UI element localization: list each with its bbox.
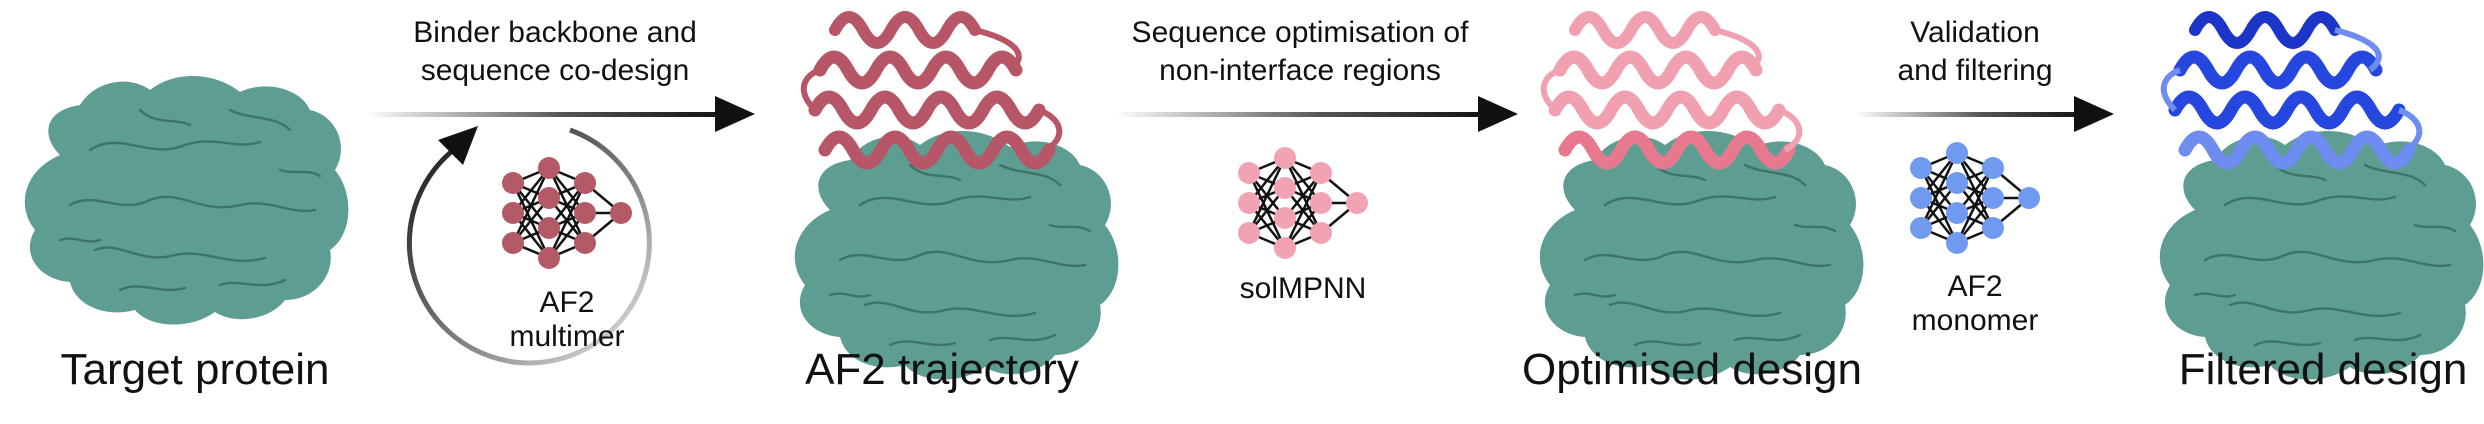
network-node — [538, 157, 560, 179]
arrow-codesign — [365, 96, 755, 132]
network-label-solmpnn: solMPNN — [1239, 272, 1367, 305]
network-node — [574, 172, 596, 194]
arrow-seqopt — [1115, 96, 1518, 132]
network-node — [1346, 192, 1368, 214]
network-node — [1238, 222, 1260, 244]
network-node — [1982, 157, 2004, 179]
network-edge — [547, 182, 587, 259]
network-node — [1310, 222, 1332, 244]
network-node — [574, 202, 596, 224]
stage-label-trajectory: AF2 trajectory — [805, 345, 1079, 394]
target-protein-surface — [24, 75, 349, 325]
af2-monomer-network — [1910, 142, 2040, 254]
network-node — [1946, 172, 1968, 194]
network-node — [538, 187, 560, 209]
network-edge — [511, 167, 551, 244]
network-node — [538, 247, 560, 269]
network-node — [1274, 147, 1296, 169]
network-edge — [1247, 157, 1287, 234]
cycle-arrow — [406, 126, 652, 366]
af2-multimer-network — [502, 157, 632, 269]
network-node — [1982, 187, 2004, 209]
network-node — [2018, 187, 2040, 209]
network-node — [1910, 157, 1932, 179]
optimised-protein-surface — [1539, 130, 1864, 380]
network-edge — [1955, 167, 1995, 244]
network-node — [1274, 177, 1296, 199]
network-node — [502, 202, 524, 224]
network-node — [1274, 207, 1296, 229]
filtered-binder-helices — [2160, 11, 2423, 170]
trajectory-protein-surface — [794, 130, 1119, 380]
network-node — [1910, 217, 1932, 239]
arrow-validation — [1855, 96, 2114, 132]
network-node — [1946, 232, 1968, 254]
stage-label-optimised: Optimised design — [1522, 345, 1862, 394]
network-node — [1910, 187, 1932, 209]
network-node — [1946, 202, 1968, 224]
network-edge — [1919, 152, 1959, 229]
stage-label-filtered: Filtered design — [2178, 345, 2468, 394]
network-node — [610, 202, 632, 224]
network-node — [1238, 192, 1260, 214]
network-node — [574, 232, 596, 254]
network-edge — [1283, 172, 1323, 249]
network-node — [502, 172, 524, 194]
filtered-protein-surface — [2159, 130, 2484, 380]
network-node — [502, 232, 524, 254]
network-node — [1946, 142, 1968, 164]
network-node — [1982, 217, 2004, 239]
optimised-binder-helices — [1540, 11, 1803, 170]
network-node — [538, 217, 560, 239]
network-node — [1274, 237, 1296, 259]
solmpnn-network — [1238, 147, 1368, 259]
trajectory-binder-helices — [800, 11, 1063, 170]
network-node — [1238, 162, 1260, 184]
network-node — [1310, 192, 1332, 214]
stage-label-target: Target protein — [60, 345, 330, 394]
network-node — [1310, 162, 1332, 184]
